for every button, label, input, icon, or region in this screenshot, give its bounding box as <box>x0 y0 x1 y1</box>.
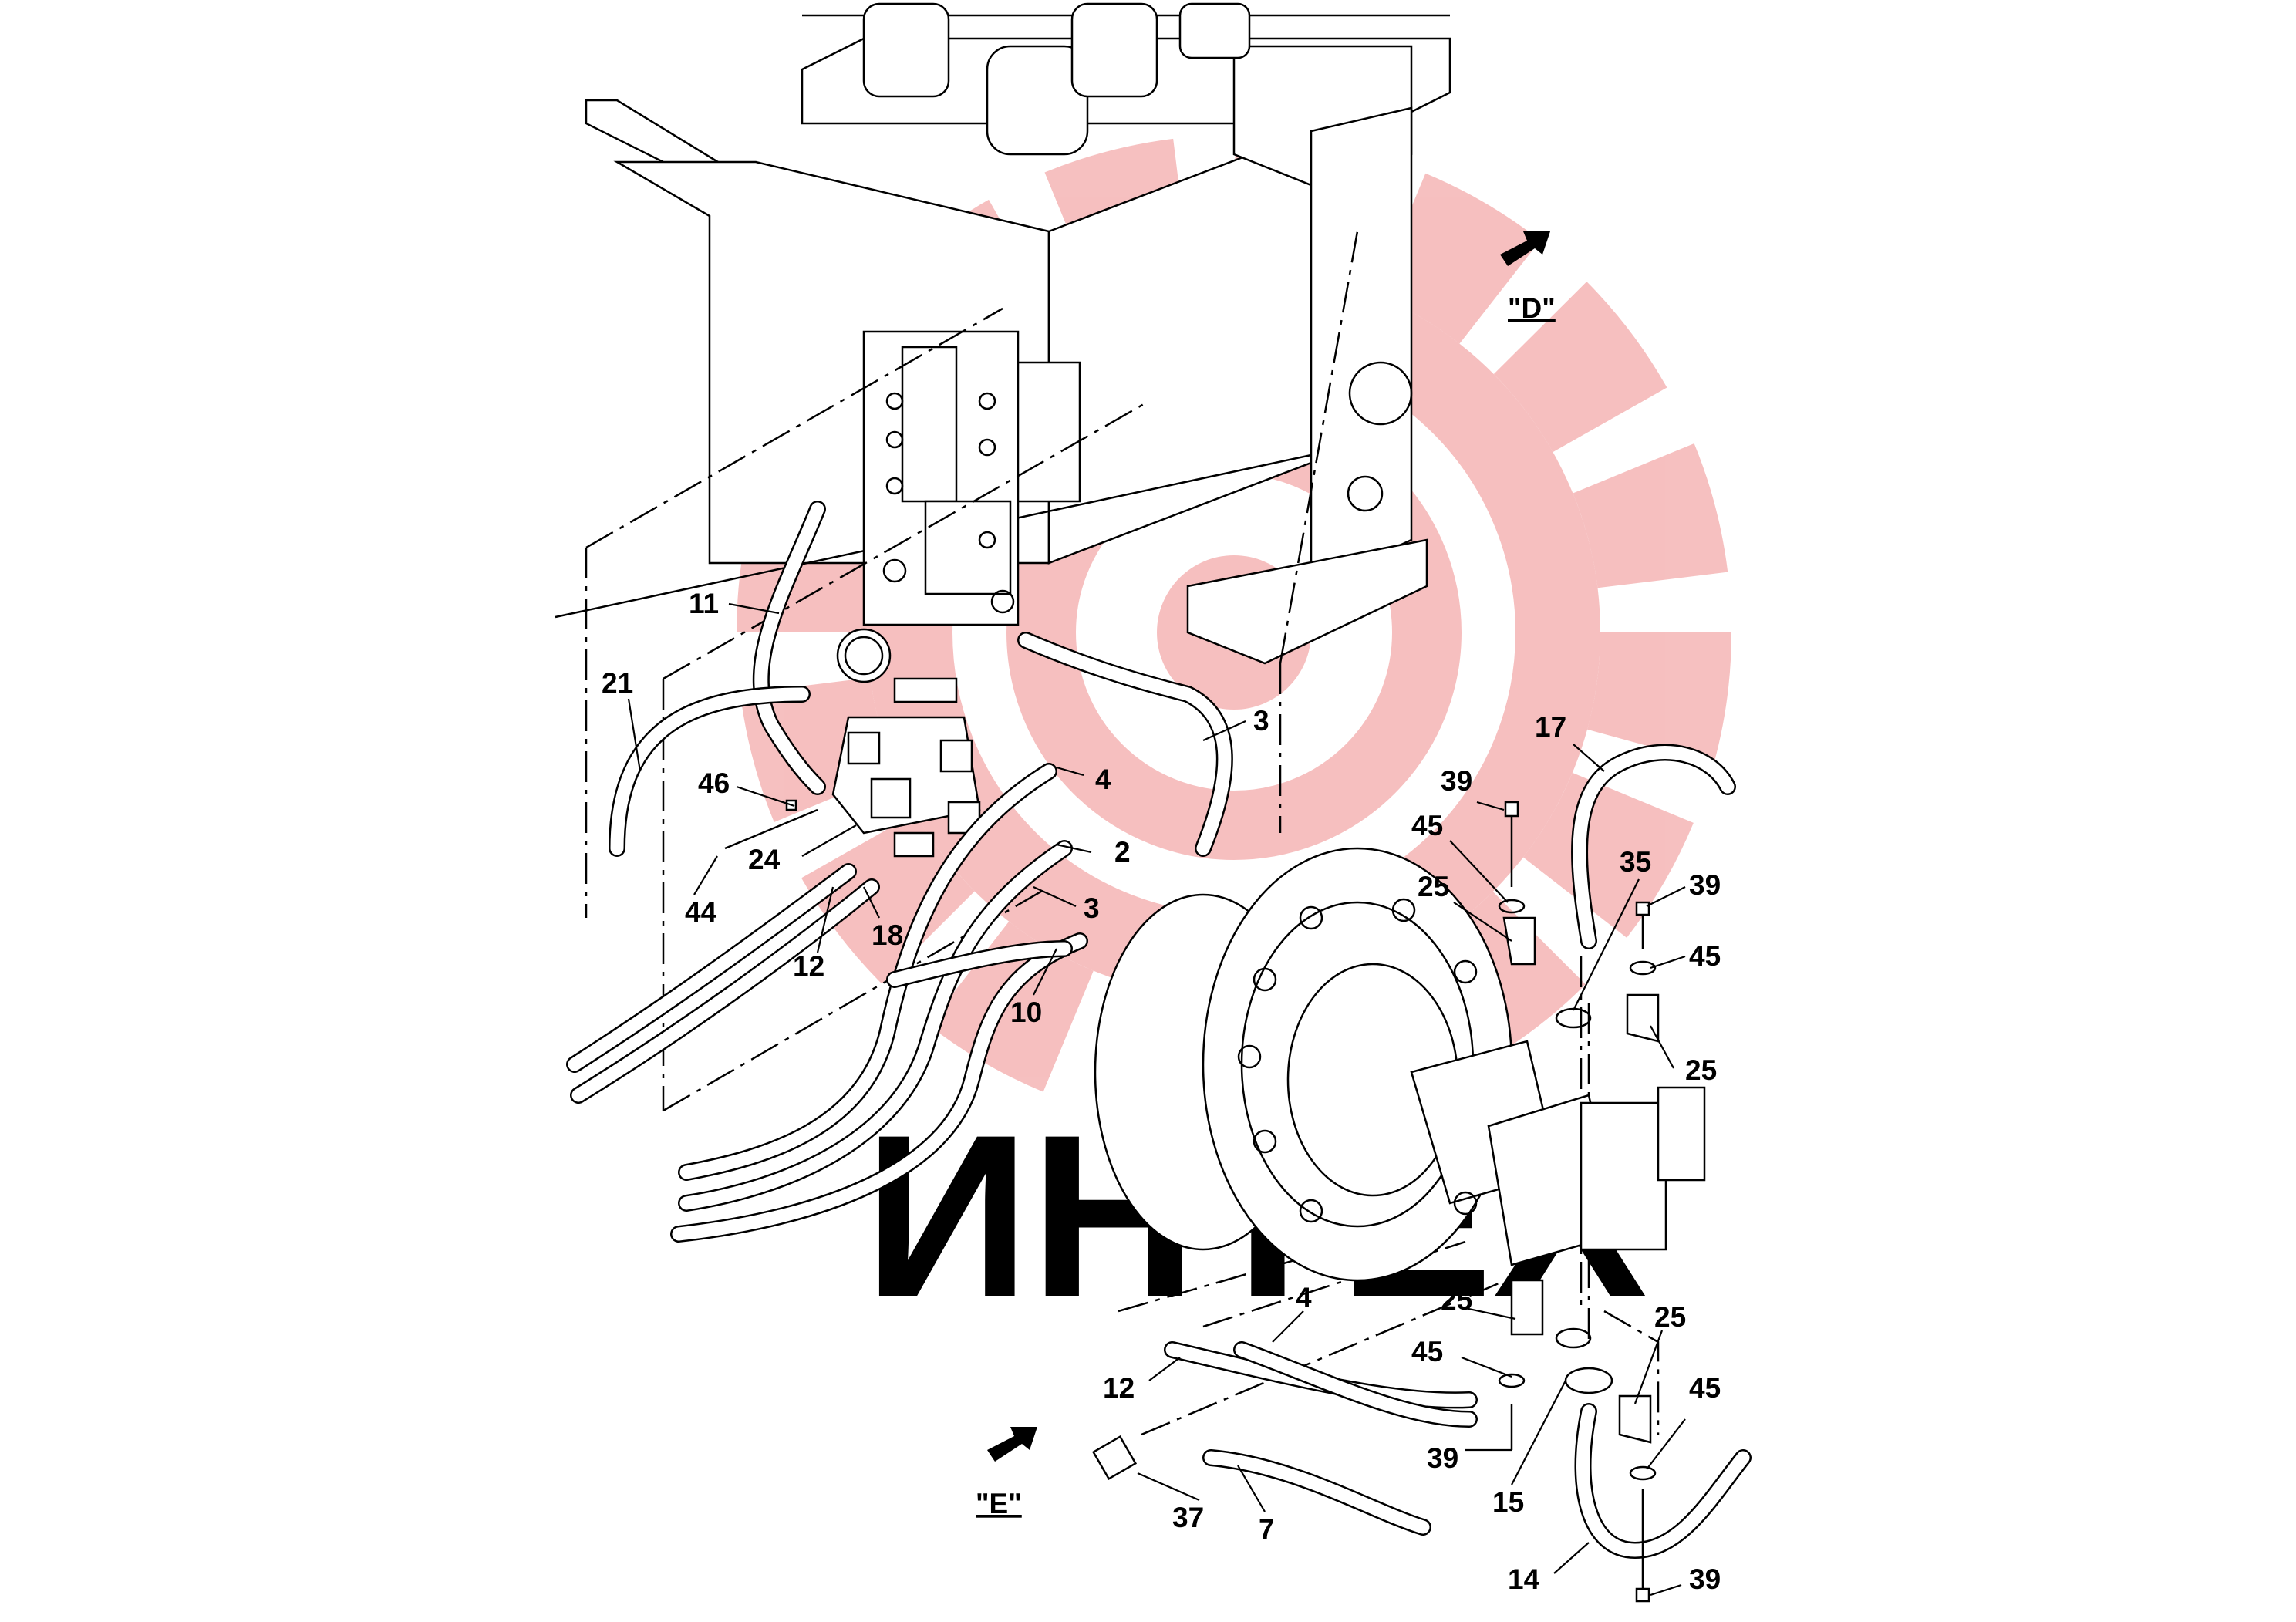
callout-45c: 45 <box>1411 1336 1443 1367</box>
callout-39b: 39 <box>1689 869 1721 901</box>
view-label-d: "D" <box>1508 292 1556 324</box>
callout-39d: 39 <box>1689 1563 1721 1595</box>
hoses-right <box>1091 744 1752 1560</box>
leader-lines <box>627 602 1686 1597</box>
callout-4b: 4 <box>1296 1282 1312 1313</box>
callout-2: 2 <box>1114 836 1131 868</box>
callout-17: 17 <box>1535 711 1566 743</box>
callout-10: 10 <box>1010 996 1042 1028</box>
callout-15: 15 <box>1492 1486 1524 1518</box>
callout-45b: 45 <box>1689 940 1721 972</box>
view-arrow-e: "E" <box>976 1427 1037 1519</box>
callout-21: 21 <box>602 667 633 699</box>
callout-24: 24 <box>748 844 781 875</box>
view-arrow-d: "D" <box>1500 231 1556 324</box>
callouts: 11 21 3 4 46 24 44 12 18 2 3 10 17 39 45… <box>602 588 1721 1595</box>
callout-14: 14 <box>1508 1563 1540 1595</box>
hoses-left <box>566 501 1233 1243</box>
callout-3: 3 <box>1253 705 1269 737</box>
callout-25a: 25 <box>1418 871 1449 902</box>
valve-block <box>862 330 1081 626</box>
view-label-e: "E" <box>976 1488 1022 1519</box>
callout-45a: 45 <box>1411 810 1443 841</box>
final-drive <box>1094 847 1706 1282</box>
callout-3b: 3 <box>1084 892 1100 924</box>
callout-25c: 25 <box>1441 1284 1472 1316</box>
fasteners <box>1498 801 1660 1603</box>
manifold-assembly <box>724 628 981 858</box>
callout-4: 4 <box>1095 764 1111 795</box>
callout-7: 7 <box>1259 1513 1275 1545</box>
callout-46: 46 <box>698 767 730 799</box>
callout-37: 37 <box>1172 1502 1204 1533</box>
callout-25b: 25 <box>1685 1054 1717 1086</box>
callout-12b: 12 <box>1103 1372 1135 1404</box>
callout-35: 35 <box>1620 846 1651 878</box>
callout-44: 44 <box>685 896 717 928</box>
callout-39c: 39 <box>1427 1442 1458 1474</box>
callout-11: 11 <box>689 588 719 619</box>
callout-12: 12 <box>793 950 824 982</box>
callout-45d: 45 <box>1689 1372 1721 1404</box>
callout-25d: 25 <box>1654 1301 1686 1333</box>
callout-39a: 39 <box>1441 765 1472 797</box>
callout-18: 18 <box>872 919 903 951</box>
